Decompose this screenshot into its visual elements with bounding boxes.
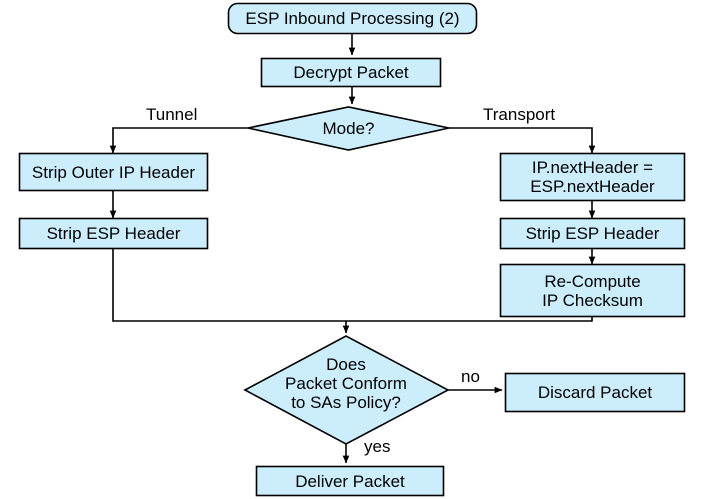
node-shapes	[18, 2, 686, 497]
node-shape-recompute[interactable]	[499, 263, 686, 318]
edge-transport-merge	[346, 316, 593, 322]
node-shape-next-header[interactable]	[499, 152, 686, 202]
node-shape-strip-esp-transport[interactable]	[499, 217, 686, 250]
node-shape-start[interactable]	[227, 2, 478, 35]
node-shape-conform[interactable]	[243, 335, 450, 445]
edge-label-no: no	[461, 367, 480, 386]
edge-mode-to-next-header	[449, 127, 596, 154]
node-shape-strip-outer-ip[interactable]	[18, 152, 209, 192]
edge-label-yes: yes	[364, 437, 391, 456]
node-shape-decrypt[interactable]	[260, 57, 442, 88]
edges	[109, 33, 596, 464]
edge-tunnel-merge	[112, 248, 346, 322]
node-shape-discard[interactable]	[504, 372, 686, 413]
node-shape-deliver[interactable]	[255, 465, 445, 497]
edge-label-transport: Transport	[483, 105, 556, 124]
edge-mode-to-strip-outer-ip	[109, 127, 248, 154]
edge-label-tunnel: Tunnel	[146, 105, 198, 124]
node-shape-strip-esp-tunnel[interactable]	[18, 217, 209, 250]
node-shape-mode[interactable]	[247, 106, 450, 151]
